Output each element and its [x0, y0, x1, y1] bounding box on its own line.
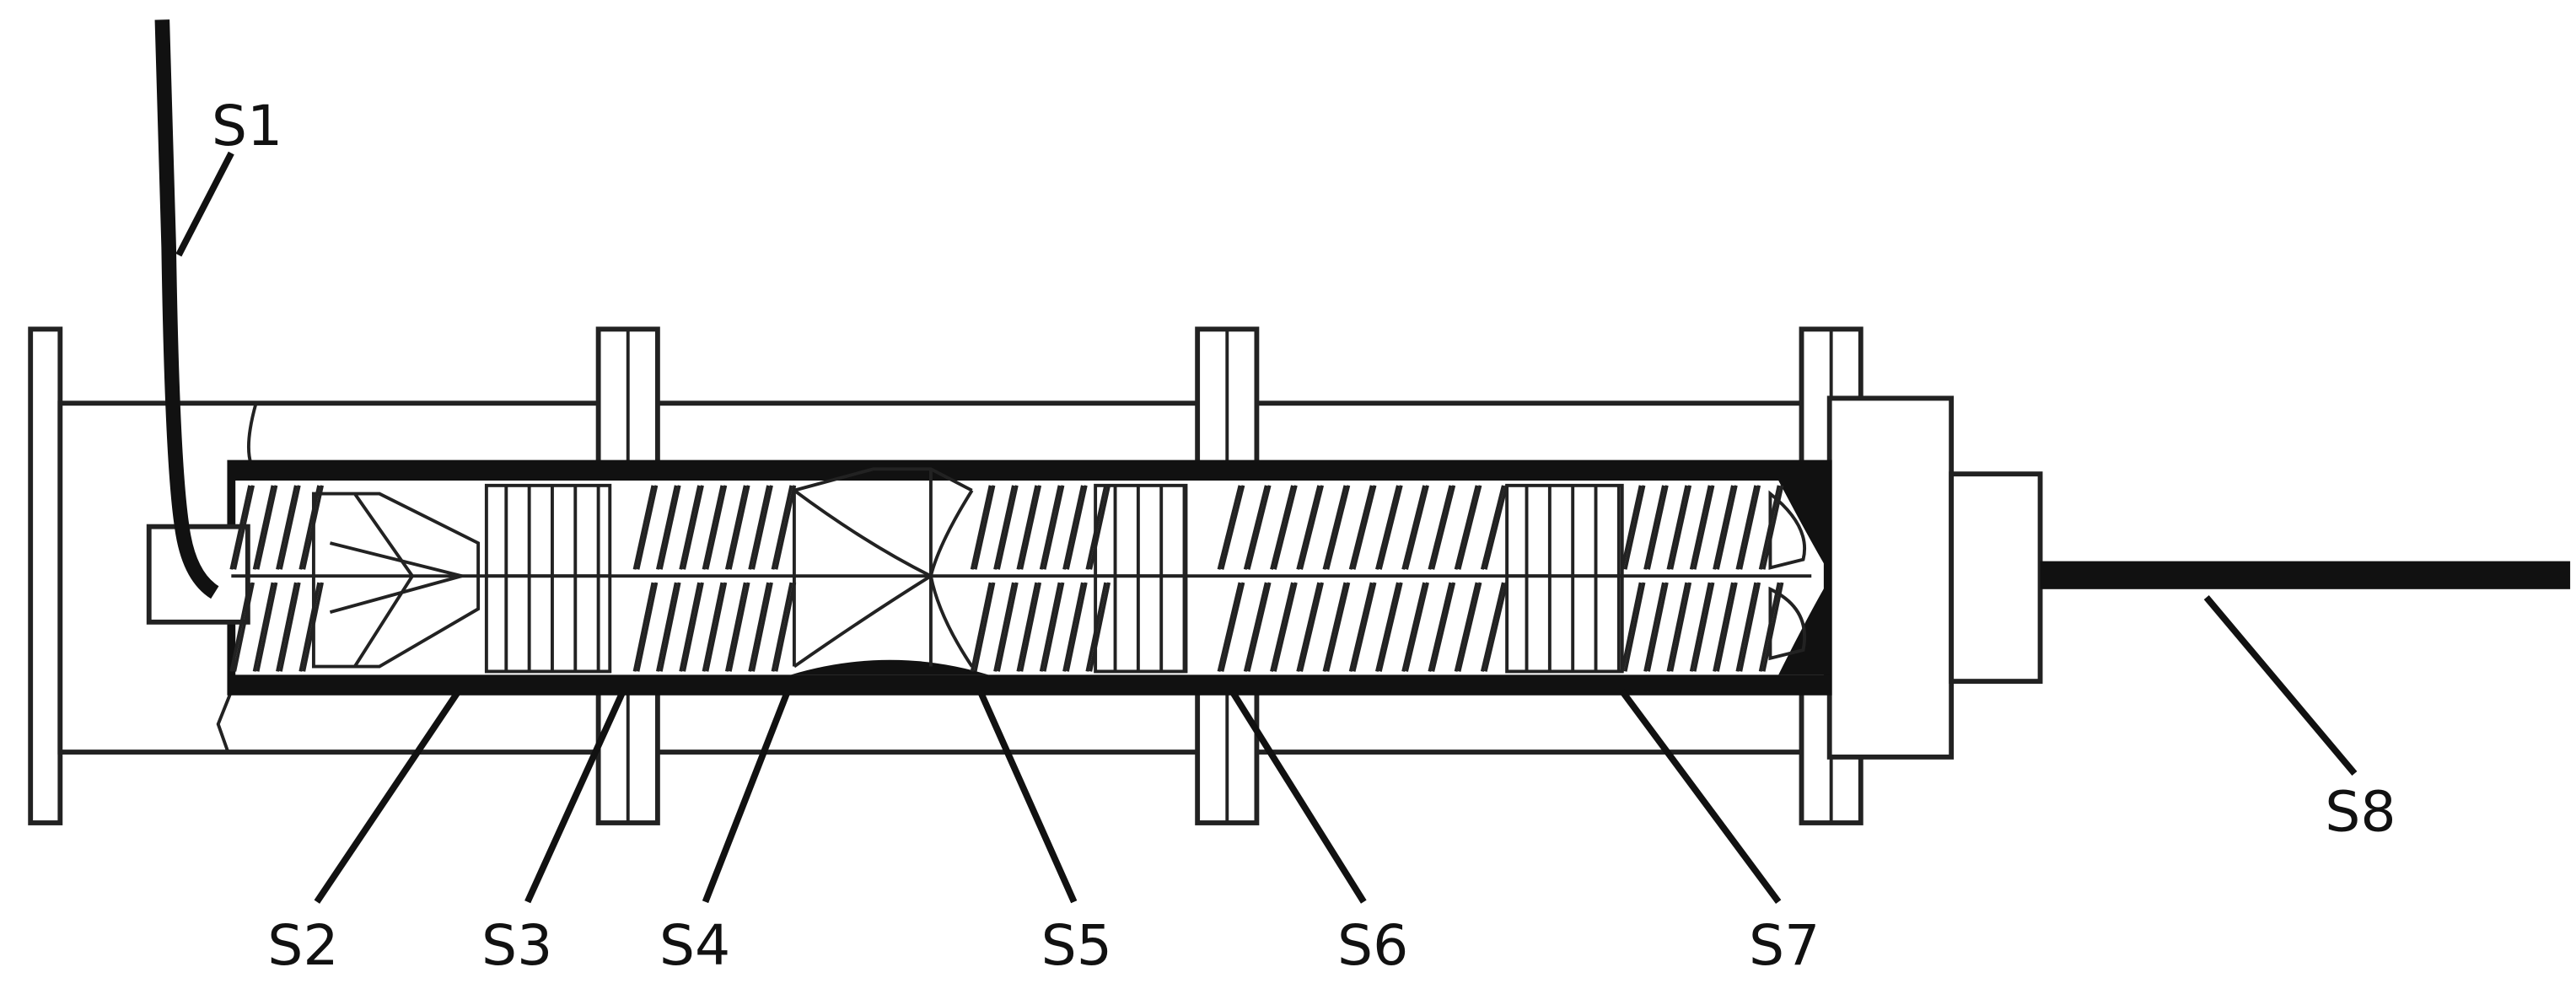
label-s5: S5: [1041, 912, 1112, 978]
leader-s5: [976, 690, 1078, 904]
leader-s4: [702, 690, 791, 904]
label-s3: S3: [481, 912, 552, 978]
label-s4: S4: [659, 912, 730, 978]
label-s1: S1: [212, 93, 282, 159]
die-head: [1826, 395, 2043, 760]
output-rod: [2040, 561, 2571, 589]
screw-elements: [229, 467, 1812, 674]
label-s7: S7: [1749, 912, 1820, 978]
leader-lines: [175, 151, 2358, 905]
leader-s1: [175, 151, 234, 257]
labels: S1 S2 S3 S4 S5 S6 S7 S8: [212, 93, 2396, 978]
leader-s6: [1229, 689, 1367, 904]
leader-s3: [524, 690, 627, 904]
leader-s8: [2203, 595, 2358, 776]
leader-s2: [314, 689, 461, 904]
label-s2: S2: [267, 912, 338, 978]
label-s8: S8: [2325, 779, 2396, 845]
feed-line: [154, 19, 219, 599]
label-s6: S6: [1337, 912, 1408, 978]
leader-s7: [1619, 689, 1782, 905]
